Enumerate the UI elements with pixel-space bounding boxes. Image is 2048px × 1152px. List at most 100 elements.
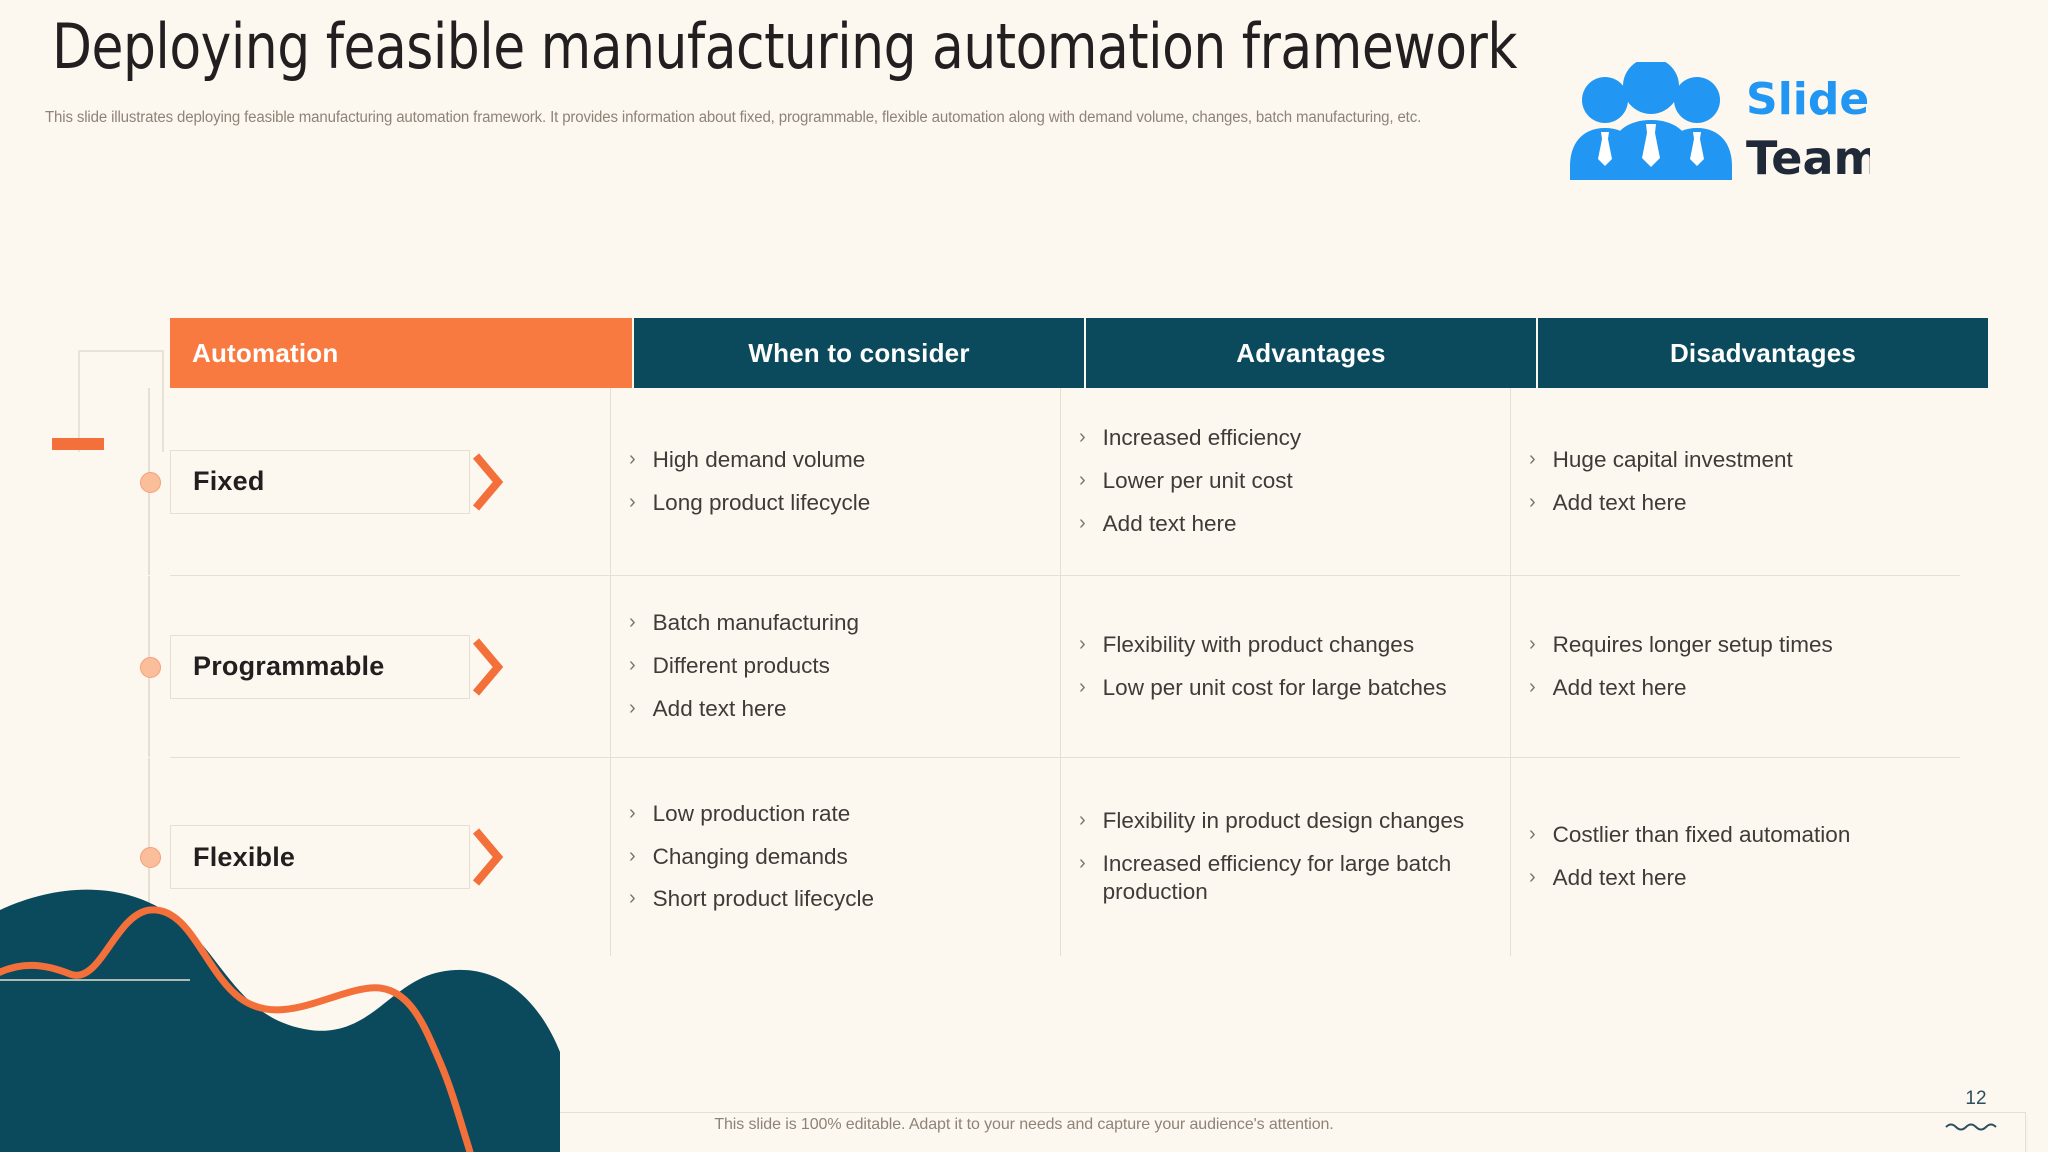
page-title: Deploying feasible manufacturing automat… [52, 10, 1517, 83]
bullet-chevron-icon: › [629, 611, 636, 634]
chevron-right-icon [466, 825, 508, 889]
list-item: › Short product lifecycle [629, 885, 1044, 914]
row-label-cell-flexible[interactable]: Flexible [140, 758, 610, 956]
list-item-text: Requires longer setup times [1552, 631, 1833, 657]
list-item-text: Increased efficiency [1102, 425, 1302, 451]
row-label-bar[interactable]: Flexible [170, 825, 470, 889]
list-item-text: Lower per unit cost [1102, 468, 1293, 494]
list-item: › Add text here [1529, 674, 1944, 703]
row-label-cell-fixed[interactable]: Fixed [140, 388, 610, 576]
list-item: › Huge capital investment [1529, 446, 1944, 475]
decor-blob [0, 852, 620, 1152]
row-label-text: Fixed [193, 466, 265, 496]
row-label-bar[interactable]: Programmable [170, 634, 470, 699]
list-item-text: Flexibility with product changes [1102, 631, 1415, 657]
table-body: Fixed ›High demand volume ›Long product … [108, 388, 2026, 1152]
bullet-chevron-icon: › [1079, 808, 1086, 831]
list-item-text: Add text here [1552, 674, 1687, 700]
automation-comparison-table: Automation When to consider Advantages D… [108, 318, 2026, 1152]
list-item: › Add text here [1529, 489, 1944, 518]
list-item-text: Flexibility in product design changes [1102, 807, 1465, 833]
row-label-text: Flexible [193, 841, 296, 872]
list-item: › Long product lifecycle [629, 489, 1044, 518]
list-item: ›Low per unit cost for large batches [1079, 674, 1494, 703]
list-item: ›High demand volume [629, 446, 1044, 475]
wavy-underline-icon [1945, 1123, 1997, 1131]
chevron-right-icon [466, 450, 508, 514]
list-item-text: Increased efficiency for large batch pro… [1102, 850, 1452, 905]
row-label-cell-programmable[interactable]: Programmable [140, 576, 610, 758]
timeline-dot-icon [140, 656, 161, 678]
list-item-text: Huge capital investment [1552, 446, 1793, 472]
list-item: › Low production rate [629, 800, 1044, 829]
bullet-chevron-icon: › [1079, 851, 1086, 874]
list-item: › Add text here [629, 695, 1044, 724]
page-number-value: 12 [1965, 1088, 1987, 1109]
list-item: › Add text here [1079, 510, 1494, 539]
chevron-right-icon [466, 635, 508, 699]
list-item-text: Add text here [652, 695, 787, 721]
column-header-disadvantages: Disadvantages [1536, 318, 1988, 388]
list-item: ›Add text here [1529, 864, 1944, 893]
cell-when-to-consider: › Low production rate › Changing demands ›… [610, 758, 1060, 956]
bullet-chevron-icon: › [1079, 469, 1086, 492]
decor-bracket [78, 350, 164, 452]
list-item: › Requires longer setup times [1529, 631, 1944, 660]
list-item-text: Long product lifecycle [652, 489, 871, 515]
page-subtitle: This slide illustrates deploying feasibl… [45, 109, 1422, 126]
cell-advantages: › Flexibility in product design changes ›… [1060, 758, 1510, 956]
bullet-chevron-icon: › [629, 696, 636, 719]
table-row: Flexible › Low production rate › Changing … [140, 758, 1960, 956]
row-label-bar[interactable]: Fixed [170, 449, 470, 514]
bullet-chevron-icon: › [1079, 632, 1086, 655]
decor-dash [52, 438, 104, 450]
cell-advantages: › Flexibility with product changes ›Low p… [1060, 576, 1510, 758]
column-header-advantages: Advantages [1084, 318, 1536, 388]
bullet-chevron-icon: › [1079, 426, 1086, 449]
list-item: › Flexibility in product design changes [1079, 807, 1494, 836]
list-item: › Lower per unit cost [1079, 467, 1494, 496]
list-item: ›Batch manufacturing [629, 609, 1044, 638]
cell-disadvantages: › Costlier than fixed automation ›Add tex… [1510, 758, 1960, 956]
bullet-chevron-icon: › [629, 654, 636, 677]
list-item-text: Different products [652, 653, 830, 679]
bullet-chevron-icon: › [1079, 675, 1086, 698]
list-item-text: Short product lifecycle [652, 886, 875, 912]
slideteam-logo: Slide Team [1560, 62, 1870, 184]
bullet-chevron-icon: › [1529, 632, 1536, 655]
list-item: › Flexibility with product changes [1079, 631, 1494, 660]
cell-when-to-consider: ›High demand volume › Long product lifecy… [610, 388, 1060, 576]
bullet-chevron-icon: › [1079, 511, 1086, 534]
column-header-automation: Automation [170, 318, 632, 388]
row-label-text: Programmable [193, 651, 385, 681]
cell-when-to-consider: ›Batch manufacturing › Different products… [610, 576, 1060, 758]
bullet-chevron-icon: › [629, 887, 636, 910]
logo-word-team: Team [1746, 131, 1870, 184]
list-item: › Costlier than fixed automation [1529, 821, 1944, 850]
timeline-dot-icon [140, 471, 161, 493]
bullet-chevron-icon: › [1529, 866, 1536, 888]
bullet-chevron-icon: › [629, 490, 636, 513]
bullet-chevron-icon: › [629, 844, 636, 867]
list-item-text: High demand volume [652, 446, 866, 472]
bullet-chevron-icon: › [1529, 823, 1536, 846]
bullet-chevron-icon: › [1529, 490, 1536, 513]
logo-word-slide: Slide [1746, 74, 1869, 125]
cell-advantages: › Increased efficiency › Lower per unit co… [1060, 388, 1510, 576]
list-item: › Increased efficiency for large batch pr… [1079, 850, 1494, 908]
list-item-text: Low production rate [652, 800, 851, 826]
list-item: › Changing demands [629, 843, 1044, 872]
bullet-chevron-icon: › [1529, 447, 1536, 470]
list-item-text: Add text here [1102, 510, 1237, 536]
table-row: Fixed ›High demand volume ›Long product … [140, 388, 1960, 576]
list-item-text: Add text here [1552, 489, 1687, 515]
bullet-chevron-icon: › [629, 801, 636, 824]
column-header-when-to-consider: When to consider [632, 318, 1084, 388]
bullet-chevron-icon: › [1529, 675, 1536, 698]
footer-note: This slide is 100% editable. Adapt it to… [714, 1116, 1334, 1133]
list-item: › Increased efficiency [1079, 424, 1494, 453]
list-item-text: Changing demands [652, 843, 848, 869]
table-header-row: Automation When to consider Advantages D… [170, 318, 1988, 388]
list-item-text: Costlier than fixed automation [1552, 822, 1851, 848]
